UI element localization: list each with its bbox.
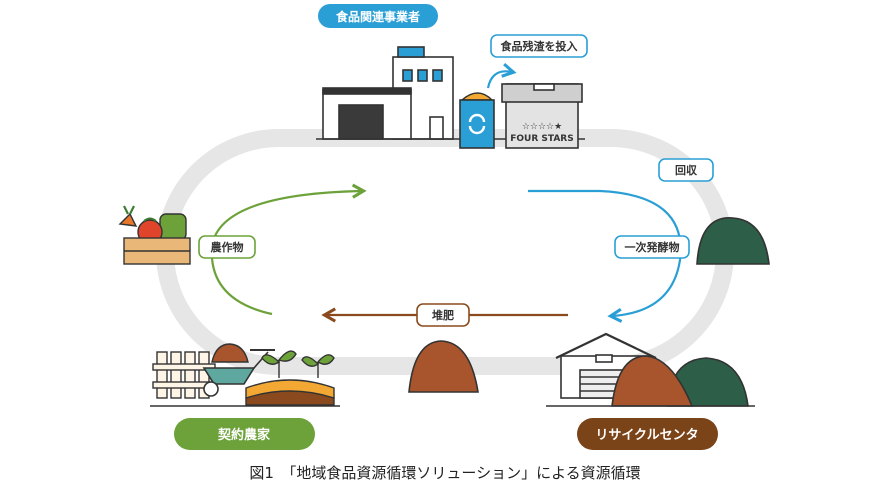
- contract-farmers-label: 契約農家: [217, 427, 271, 443]
- primary-fermented-label: 一次発酵物: [625, 240, 680, 254]
- compost-mound-icon: [408, 340, 479, 393]
- contract-farmers-pill: [174, 418, 315, 450]
- compost-tag: [416, 303, 470, 327]
- recycle-center-label: リサイクルセンタ: [595, 428, 698, 443]
- food-business-building: [322, 46, 454, 140]
- recycle-bin-icon: [459, 92, 495, 149]
- food-business-label: 食品関連事業者: [335, 9, 420, 24]
- collection-arrow: [528, 189, 682, 316]
- collection-label: 回収: [675, 163, 698, 177]
- food-waste-input-tag: [490, 34, 588, 58]
- farm-compost-mound-icon: [211, 343, 249, 363]
- seedling-icon: [261, 350, 335, 378]
- wheelbarrow-icon: [202, 349, 275, 397]
- machine-stars: ☆☆☆☆★: [522, 122, 562, 132]
- food-waste-machine: [501, 83, 583, 149]
- vegetable-crate-icon: [118, 205, 191, 265]
- soil-rows-icon: [245, 379, 335, 406]
- food-business-pill: [318, 4, 438, 28]
- recycle-center-pill: [577, 418, 718, 450]
- collection-tag: [658, 158, 714, 182]
- crops-tag: [198, 235, 256, 259]
- figure-caption: 図1 「地域食品資源循環ソリューション」による資源循環: [249, 464, 641, 482]
- fence-icon: [152, 351, 216, 399]
- machine-brand: FOUR STARS: [510, 134, 573, 144]
- compost-mound-large-icon: [611, 355, 694, 407]
- crops-label: 農作物: [211, 240, 244, 254]
- input-arrow: [486, 71, 512, 89]
- primary-fermented-tag: [614, 235, 690, 259]
- fermented-mound-icon: [696, 217, 770, 265]
- food-waste-input-label: 食品残渣を投入: [501, 39, 578, 53]
- compost-label: 堆肥: [432, 308, 454, 322]
